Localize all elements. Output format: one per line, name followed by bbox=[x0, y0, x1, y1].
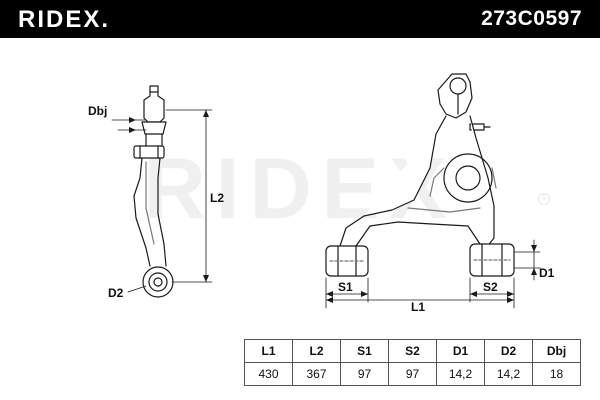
d2-leader bbox=[127, 285, 147, 293]
spec-table-header-row: L1 L2 S1 S2 D1 D2 Dbj bbox=[244, 339, 581, 363]
dimension-spec-table: L1 L2 S1 S2 D1 D2 Dbj 430 367 97 97 14,2… bbox=[244, 339, 581, 386]
arm-main-body bbox=[339, 115, 495, 249]
spec-header-cell: S2 bbox=[388, 339, 437, 363]
spec-header-cell: L2 bbox=[292, 339, 341, 363]
spec-header-cell: L1 bbox=[244, 339, 293, 363]
upper-ball-joint bbox=[449, 77, 467, 95]
ball-joint-top bbox=[143, 89, 165, 123]
spec-value-cell: 367 bbox=[292, 362, 341, 386]
registered-mark-icon: ® bbox=[538, 193, 550, 205]
brand-logo: RIDEX. bbox=[18, 6, 111, 33]
bottom-bushing-inner bbox=[153, 277, 163, 287]
spec-value-cell: 14,2 bbox=[484, 362, 533, 386]
bottom-bushing-mid bbox=[148, 272, 168, 292]
header-bar: RIDEX. 273C0597 bbox=[0, 0, 600, 38]
label-l1: L1 bbox=[411, 300, 426, 314]
spec-header-cell: D2 bbox=[484, 339, 533, 363]
ball-joint-boot bbox=[141, 121, 167, 135]
arm-web bbox=[145, 161, 155, 245]
top-view bbox=[325, 73, 541, 309]
center-boss-outer bbox=[443, 153, 493, 203]
label-s1: S1 bbox=[338, 280, 353, 294]
bottom-bushing-outer bbox=[142, 266, 174, 298]
label-d1: D1 bbox=[539, 266, 555, 280]
arm-body bbox=[133, 133, 167, 267]
label-l2: L2 bbox=[210, 191, 225, 205]
spec-value-cell: 430 bbox=[244, 362, 293, 386]
spec-table-value-row: 430 367 97 97 14,2 14,2 18 bbox=[244, 362, 581, 386]
ball-joint-stud bbox=[149, 85, 159, 93]
arm-clamp bbox=[133, 145, 165, 159]
label-d2: D2 bbox=[108, 286, 124, 300]
spec-header-cell: S1 bbox=[340, 339, 389, 363]
label-s2: S2 bbox=[483, 280, 498, 294]
control-arm-drawing bbox=[111, 73, 541, 309]
spec-value-cell: 14,2 bbox=[436, 362, 485, 386]
spec-header-cell: D1 bbox=[436, 339, 485, 363]
spec-value-cell: 18 bbox=[532, 362, 581, 386]
side-view bbox=[111, 85, 213, 298]
spec-value-cell: 97 bbox=[388, 362, 437, 386]
part-number: 273C0597 bbox=[481, 7, 582, 30]
spec-header-cell: Dbj bbox=[532, 339, 581, 363]
center-boss-inner bbox=[455, 165, 481, 191]
label-dbj: Dbj bbox=[88, 104, 108, 118]
spec-value-cell: 97 bbox=[340, 362, 389, 386]
